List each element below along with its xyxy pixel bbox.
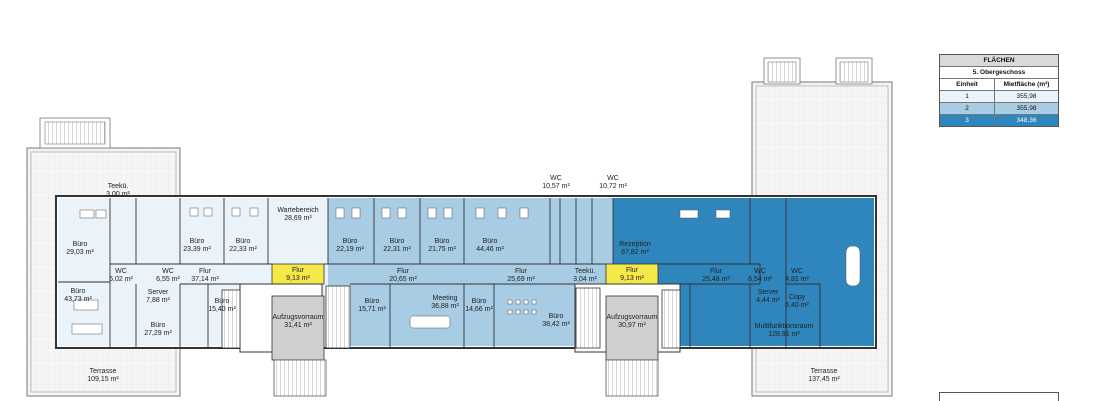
room-teekue-top: Teekü.3,00 m² — [106, 183, 130, 198]
legend-title: FLÄCHEN — [940, 55, 1058, 66]
legend-area: 348,36 — [994, 115, 1058, 126]
furniture — [71, 207, 861, 335]
legend-area: 355,98 — [994, 103, 1058, 114]
legend-header: Einheit Mietfläche (m²) — [940, 78, 1058, 90]
legend-subtitle: 5. Obergeschoss — [940, 66, 1058, 78]
walls — [58, 198, 821, 348]
legend-unit: 3 — [965, 117, 969, 124]
legend-col-area: Mietfläche (m²) — [994, 79, 1058, 90]
secondary-frame — [939, 392, 1059, 401]
elevator-core-1 — [221, 283, 351, 397]
elevator-core-2 — [574, 283, 681, 397]
legend-row-3: 3 348,36 — [940, 114, 1058, 126]
legend-unit: 2 — [965, 105, 969, 112]
area-legend: FLÄCHEN 5. Obergeschoss Einheit Mietfläc… — [939, 54, 1059, 127]
unit-2-zone — [328, 198, 613, 346]
legend-col-unit: Einheit — [956, 81, 978, 88]
legend-unit: 1 — [965, 93, 969, 100]
room-teekue-mid: Teekü.3,04 m² — [573, 268, 597, 283]
legend-row-1: 1 355,98 — [940, 90, 1058, 102]
legend-row-2: 2 355,98 — [940, 102, 1058, 114]
legend-area: 355,98 — [994, 91, 1058, 102]
